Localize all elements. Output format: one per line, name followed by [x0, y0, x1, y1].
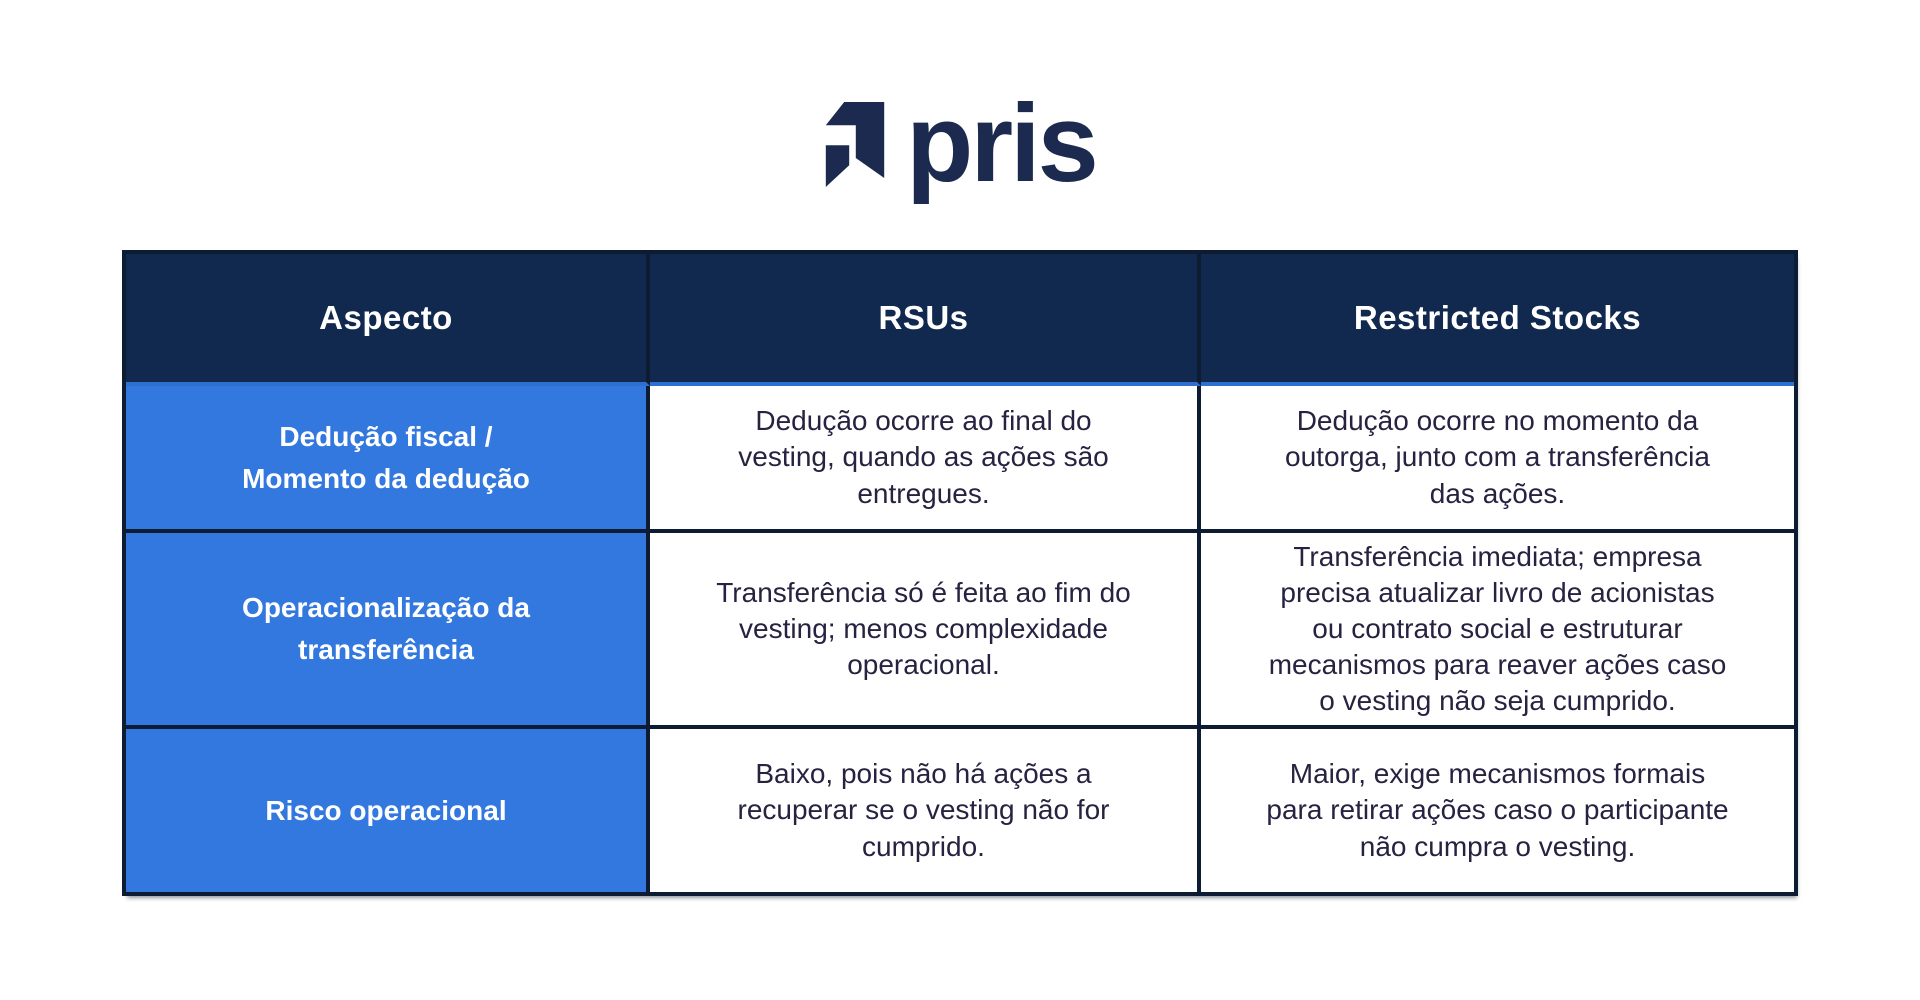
aspect-cell-deducao-fiscal: Dedução fiscal / Momento da dedução: [126, 386, 650, 533]
column-header-aspecto: Aspecto: [126, 254, 650, 386]
rsus-cell-risco-operacional: Baixo, pois não há ações a recuperar se …: [650, 729, 1201, 892]
comparison-table: Aspecto RSUs Restricted Stocks Dedução f…: [122, 250, 1798, 896]
aspect-cell-risco-operacional: Risco operacional: [126, 729, 650, 892]
restricted-cell-deducao-fiscal: Dedução ocorre no momento da outorga, ju…: [1201, 386, 1794, 533]
restricted-cell-operacionalizacao: Transferência imediata; empresa precisa …: [1201, 533, 1794, 729]
restricted-cell-risco-operacional: Maior, exige mecanismos formais para ret…: [1201, 729, 1794, 892]
pris-logo-mark-icon: [825, 102, 885, 187]
aspect-cell-operacionalizacao: Operacionalização da transferência: [126, 533, 650, 729]
column-header-rsus: RSUs: [650, 254, 1201, 386]
pris-logo-wordmark: pris: [906, 82, 1099, 205]
column-header-restricted-stocks: Restricted Stocks: [1201, 254, 1794, 386]
pris-logo: pris: [0, 82, 1920, 205]
rsus-cell-deducao-fiscal: Dedução ocorre ao final do vesting, quan…: [650, 386, 1201, 533]
rsus-cell-operacionalizacao: Transferência só é feita ao fim do vesti…: [650, 533, 1201, 729]
